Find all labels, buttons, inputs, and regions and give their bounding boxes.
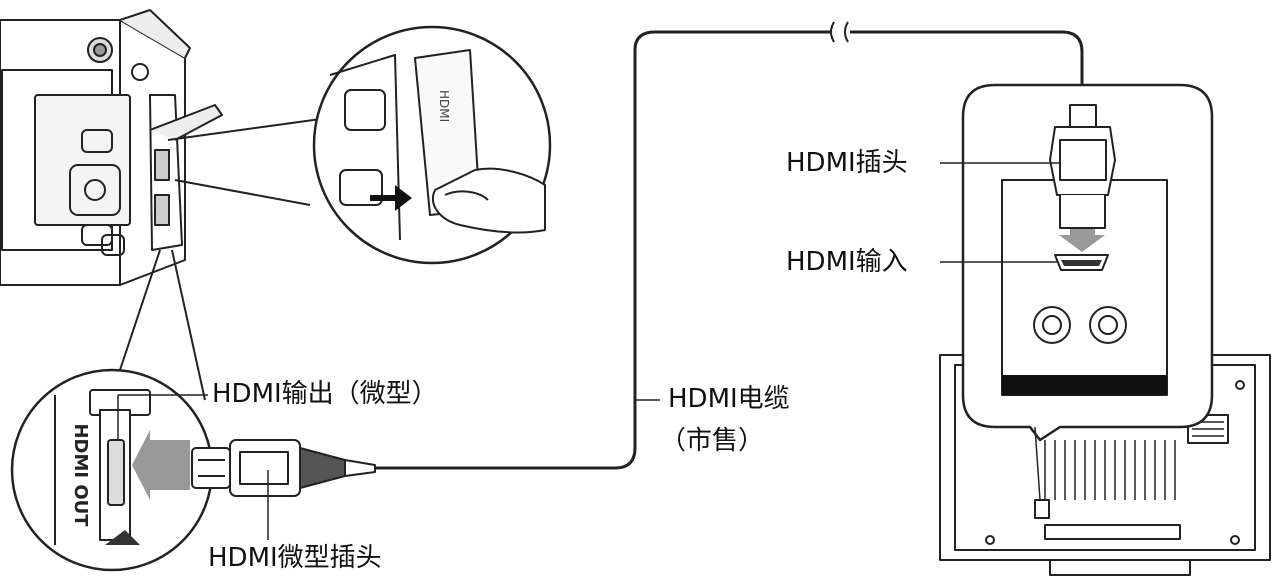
- hdmi-micro-plug: [191, 439, 376, 497]
- hdmi-micro-plug-label: HDMI微型插头: [208, 543, 382, 573]
- cable-break-mark: [830, 21, 849, 43]
- camera-body: [0, 9, 223, 286]
- hdmi-cable: [375, 30, 1084, 470]
- commercially-available-label: （市售）: [660, 426, 765, 456]
- camera-port-label: HDMI OUT: [70, 423, 91, 527]
- hdmi-output-micro-label: HDMI输出（微型）: [212, 379, 438, 409]
- hdmi-plug-label: HDMI插头: [786, 148, 908, 178]
- top-zoom-circle: HDMI: [312, 25, 552, 265]
- bottom-zoom-circle: [10, 368, 214, 572]
- hdmi-cable-label: HDMI电缆: [668, 384, 790, 414]
- hdmi-plug: [1049, 104, 1116, 229]
- svg-text:HDMI: HDMI: [437, 90, 451, 122]
- leader-lines: [117, 162, 1060, 540]
- hdmi-input-label: HDMI输入: [786, 247, 908, 277]
